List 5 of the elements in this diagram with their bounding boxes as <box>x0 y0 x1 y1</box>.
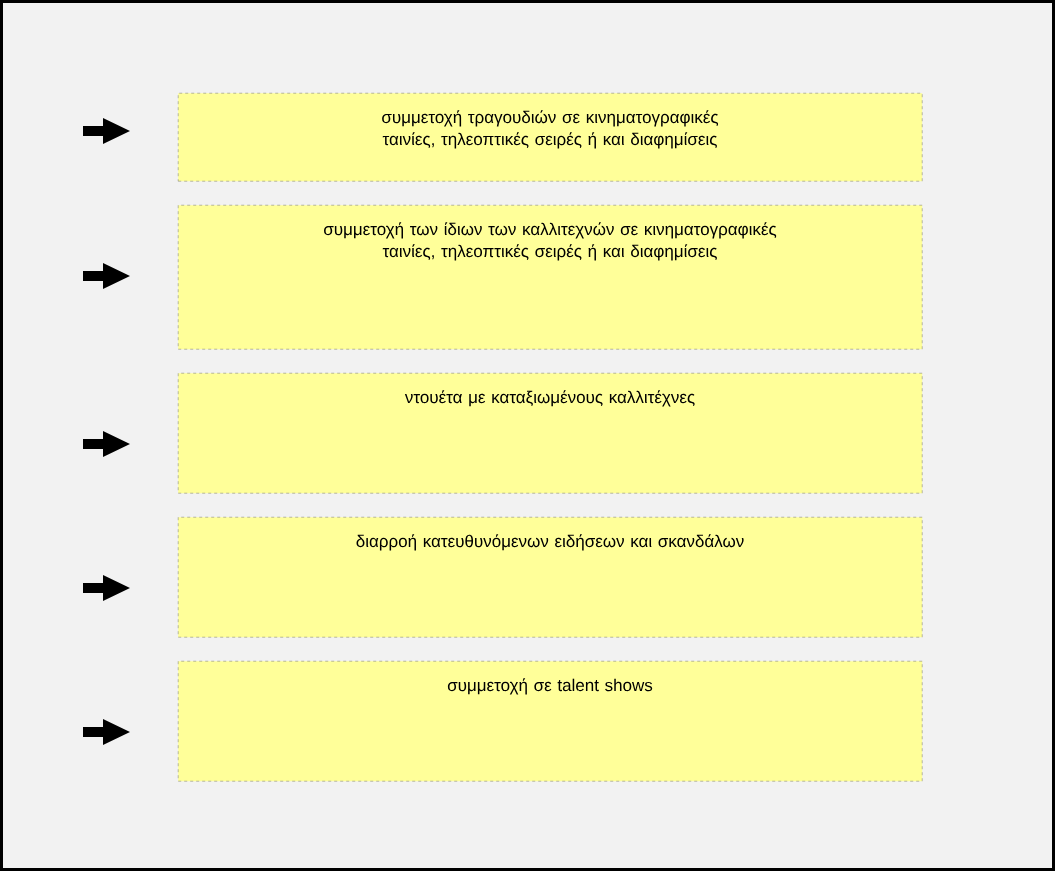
text-box: συμμετοχή τραγουδιών σε κινηματογραφικές ταινίες, τηλεοπτικές σειρές ή και διαφημίσεις <box>178 93 923 182</box>
text-box: ντουέτα με καταξιωμένους καλλιτέχνες <box>178 373 923 494</box>
text-box: συμμετοχή σε talent shows <box>178 661 923 782</box>
text-box: συμμετοχή των ίδιων των καλλιτεχνών σε κινηματογραφικές ταινίες, τηλεοπτικές σειρές ή και διαφημίσεις <box>178 205 923 350</box>
text-box: διαρροή κατευθυνόμενων ειδήσεων και σκανδάλων <box>178 517 923 638</box>
